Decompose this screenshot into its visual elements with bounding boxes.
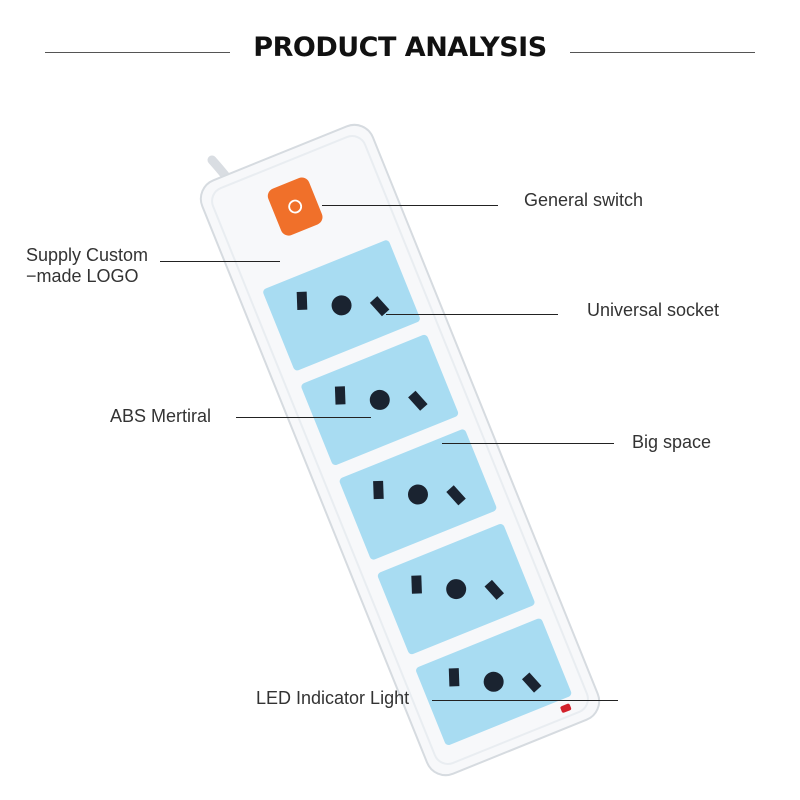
- callout-line-general-switch: [322, 205, 498, 206]
- title-divider-left: [45, 52, 230, 53]
- general-switch-button: [267, 177, 323, 236]
- callout-line-big-space: [442, 443, 614, 444]
- label-custom-logo-line2: −made LOGO: [26, 266, 139, 286]
- callout-line-led-light: [432, 700, 618, 701]
- led-indicator-light: [560, 703, 572, 713]
- label-general-switch: General switch: [524, 190, 644, 210]
- label-big-space: Big space: [632, 432, 712, 452]
- label-abs-material: ABS Mertiral: [110, 406, 212, 426]
- socket-4: [377, 524, 535, 655]
- label-custom-logo-line1: Supply Custom: [26, 245, 149, 265]
- socket-5: [416, 618, 572, 746]
- callout-line-custom-logo: [160, 261, 280, 262]
- label-led-indicator-light: LED Indicator Light: [256, 688, 410, 708]
- callout-line-universal-socket: [386, 314, 558, 315]
- socket-1: [263, 240, 420, 371]
- socket-3: [339, 429, 497, 560]
- callout-line-abs-material: [236, 417, 371, 418]
- page-title: PRODUCT ANALYSIS: [253, 32, 547, 63]
- socket-2: [301, 334, 459, 465]
- label-universal-socket: Universal socket: [587, 300, 720, 320]
- title-divider-right: [570, 52, 755, 53]
